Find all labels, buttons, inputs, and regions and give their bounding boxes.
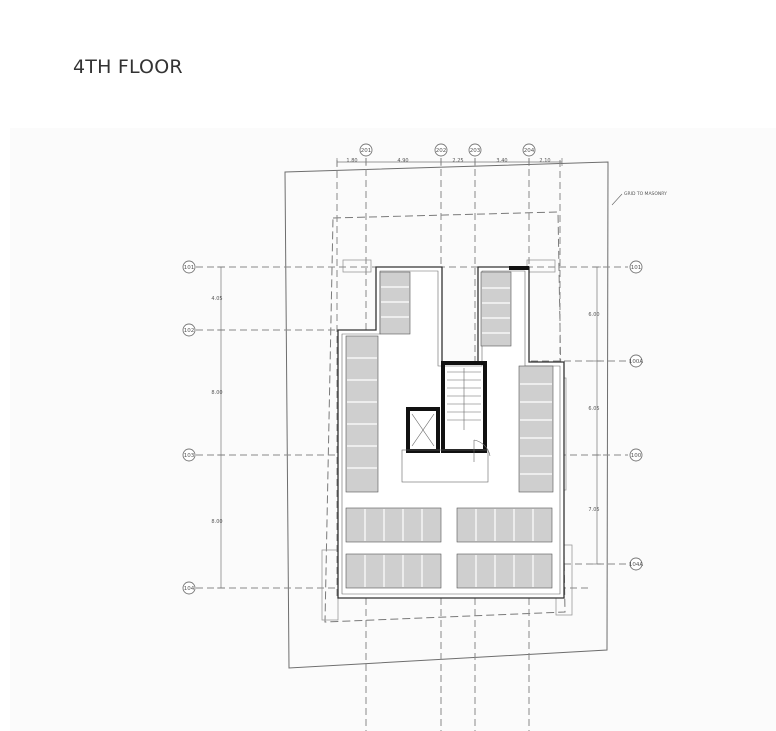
- svg-text:203: 203: [470, 148, 481, 154]
- dimension-label: 6.00: [588, 312, 599, 318]
- dimension-label: 2.10: [539, 158, 550, 164]
- dimension-label: 4.05: [211, 296, 222, 302]
- grid-bubble-202: 202: [434, 143, 448, 157]
- dimension-label: 2.25: [452, 158, 463, 164]
- panel-array-south-west-lower: [345, 553, 442, 589]
- svg-text:202: 202: [436, 148, 447, 154]
- lift-core: [406, 407, 440, 453]
- grid-bubble-100-right: 100: [629, 448, 643, 462]
- panel-array-north-west: [379, 271, 411, 335]
- svg-text:104A: 104A: [629, 562, 643, 568]
- stair-treads: [447, 368, 481, 430]
- grid-bubble-104A-right: 104A: [629, 557, 643, 571]
- grid-bubble-101-left: 101: [182, 260, 196, 274]
- dimension-label: 8.00: [211, 519, 222, 525]
- dimension-label: 4.90: [397, 158, 408, 164]
- leader-line: [611, 193, 623, 206]
- panel-array-east: [518, 365, 554, 493]
- svg-text:101: 101: [631, 265, 642, 271]
- dimension-label: 7.05: [588, 507, 599, 513]
- panel-array-south-east-upper: [456, 507, 553, 543]
- svg-text:103: 103: [184, 453, 195, 459]
- svg-text:201: 201: [361, 148, 372, 154]
- svg-text:104: 104: [184, 586, 195, 592]
- grid-bubble-104-left: 104: [182, 581, 196, 595]
- grid-bubble-103-left: 103: [182, 448, 196, 462]
- panel-array-west: [345, 335, 379, 493]
- dimension-label: 6.05: [588, 406, 599, 412]
- panel-array-south-west-upper: [345, 507, 442, 543]
- page-title: 4TH FLOOR: [73, 56, 183, 78]
- grid-bubble-100A-right: 100A: [629, 354, 643, 368]
- setback-line: [324, 211, 566, 623]
- panel-array-north-east: [480, 271, 512, 347]
- svg-text:100: 100: [631, 453, 642, 459]
- grid-bubble-203: 203: [468, 143, 482, 157]
- boundary-note: GRID TO MASONRY: [624, 191, 667, 197]
- grid-bubble-102-left: 102: [182, 323, 196, 337]
- grid-bubble-201: 201: [359, 143, 373, 157]
- stair-core: [441, 361, 487, 453]
- lobby: [401, 449, 489, 483]
- site-boundary: [284, 161, 609, 669]
- slab-edge: [342, 259, 372, 273]
- grid-bubble-101-right: 101: [629, 260, 643, 274]
- dimension-label: 3.40: [496, 158, 507, 164]
- svg-text:204: 204: [524, 148, 535, 154]
- grid-bubble-204: 204: [522, 143, 536, 157]
- dimension-label: 1.80: [346, 158, 357, 164]
- dimension-label: 8.00: [211, 390, 222, 396]
- svg-text:100A: 100A: [629, 359, 643, 365]
- parapet-cap: [509, 266, 529, 270]
- panel-array-south-east-lower: [456, 553, 553, 589]
- svg-text:101: 101: [184, 265, 195, 271]
- svg-text:102: 102: [184, 328, 195, 334]
